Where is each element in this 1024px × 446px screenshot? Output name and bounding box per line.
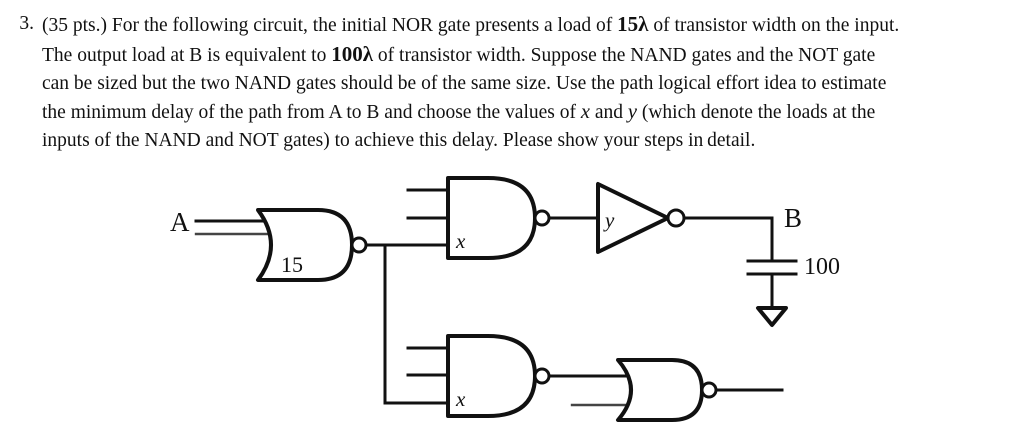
text-run: The output load at B is equivalent to — [42, 45, 332, 66]
problem-line: The output load at B is equivalent to 10… — [42, 40, 1010, 70]
nor-gate-input-body — [256, 208, 354, 282]
emphasis-value: 15λ — [617, 12, 649, 36]
label-output-b: B — [784, 203, 802, 233]
nor-gate-bottom-bubble — [700, 381, 718, 399]
text-run: can be sized but the two NAND gates shou… — [42, 73, 887, 94]
emphasis-value: 100λ — [331, 42, 374, 66]
problem-row: 3. (35 pts.) For the following circuit, … — [8, 10, 1010, 155]
text-run: (35 pts.) For the following circuit, the… — [42, 15, 618, 36]
math-variable: x — [580, 101, 590, 123]
problem-line: can be sized but the two NAND gates shou… — [42, 70, 1010, 98]
text-run: inputs of the NAND and NOT gates) to ach… — [42, 130, 756, 151]
nor-gate-bottom-body — [616, 358, 704, 422]
problem-statement: 3. (35 pts.) For the following circuit, … — [0, 0, 1024, 155]
label-nand-bottom-size: x — [455, 387, 466, 411]
label-nor-size: 15 — [281, 252, 303, 277]
circuit-diagram: A 15 x y B 100 — [0, 168, 1024, 446]
problem-number: 3. — [19, 13, 34, 34]
text-run: of transistor width on the input. — [648, 15, 900, 36]
problem-text: (35 pts.) For the following circuit, the… — [42, 10, 1010, 155]
label-nand-top-size: x — [455, 229, 466, 253]
text-run: (which denote the loads at the — [636, 102, 876, 123]
inverter-gate-bubble — [666, 208, 686, 228]
label-inverter-size: y — [603, 208, 615, 232]
problem-line: inputs of the NAND and NOT gates) to ach… — [42, 127, 1010, 155]
nor-gate-input-bubble — [350, 236, 368, 254]
inverter-gate-body — [596, 182, 670, 254]
nand-gate-bottom-bubble — [533, 367, 551, 385]
label-capacitor-value: 100 — [804, 254, 840, 280]
text-run: and — [589, 102, 628, 123]
nand-gate-top-bubble — [533, 209, 551, 227]
problem-line: (35 pts.) For the following circuit, the… — [42, 10, 1010, 40]
math-variable: y — [627, 101, 637, 123]
problem-line: the minimum delay of the path from A to … — [42, 98, 1010, 127]
text-run: of transistor width. Suppose the NAND ga… — [373, 45, 876, 66]
ground-symbol-triangle — [756, 306, 788, 327]
text-run: the minimum delay of the path from A to … — [42, 102, 581, 123]
label-input-a: A — [170, 207, 190, 237]
